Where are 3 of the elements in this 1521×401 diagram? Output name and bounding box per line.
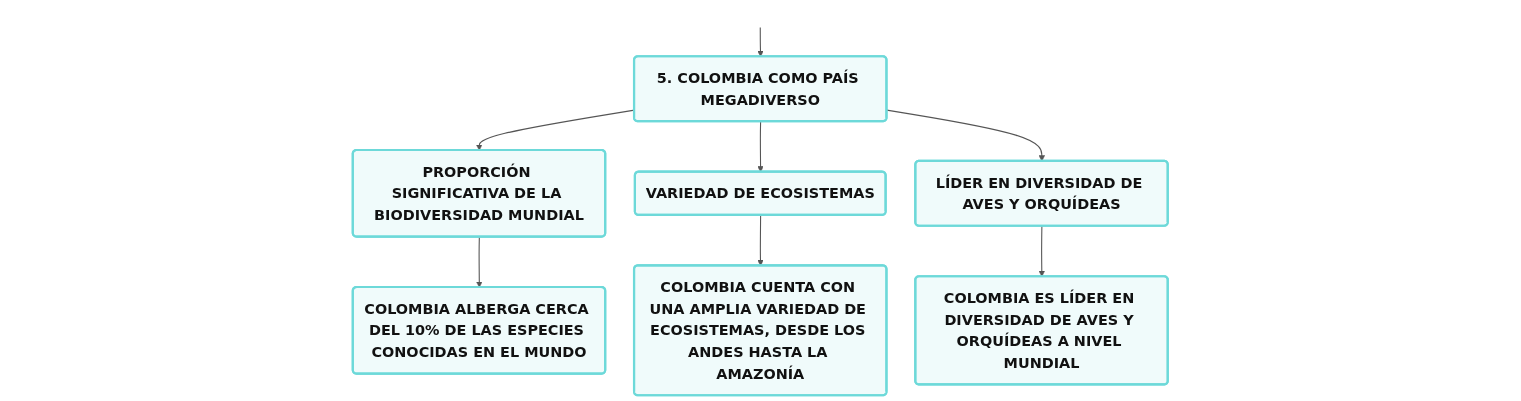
arrow — [757, 26, 764, 57]
arrow — [476, 236, 483, 288]
arrow — [1038, 225, 1046, 277]
